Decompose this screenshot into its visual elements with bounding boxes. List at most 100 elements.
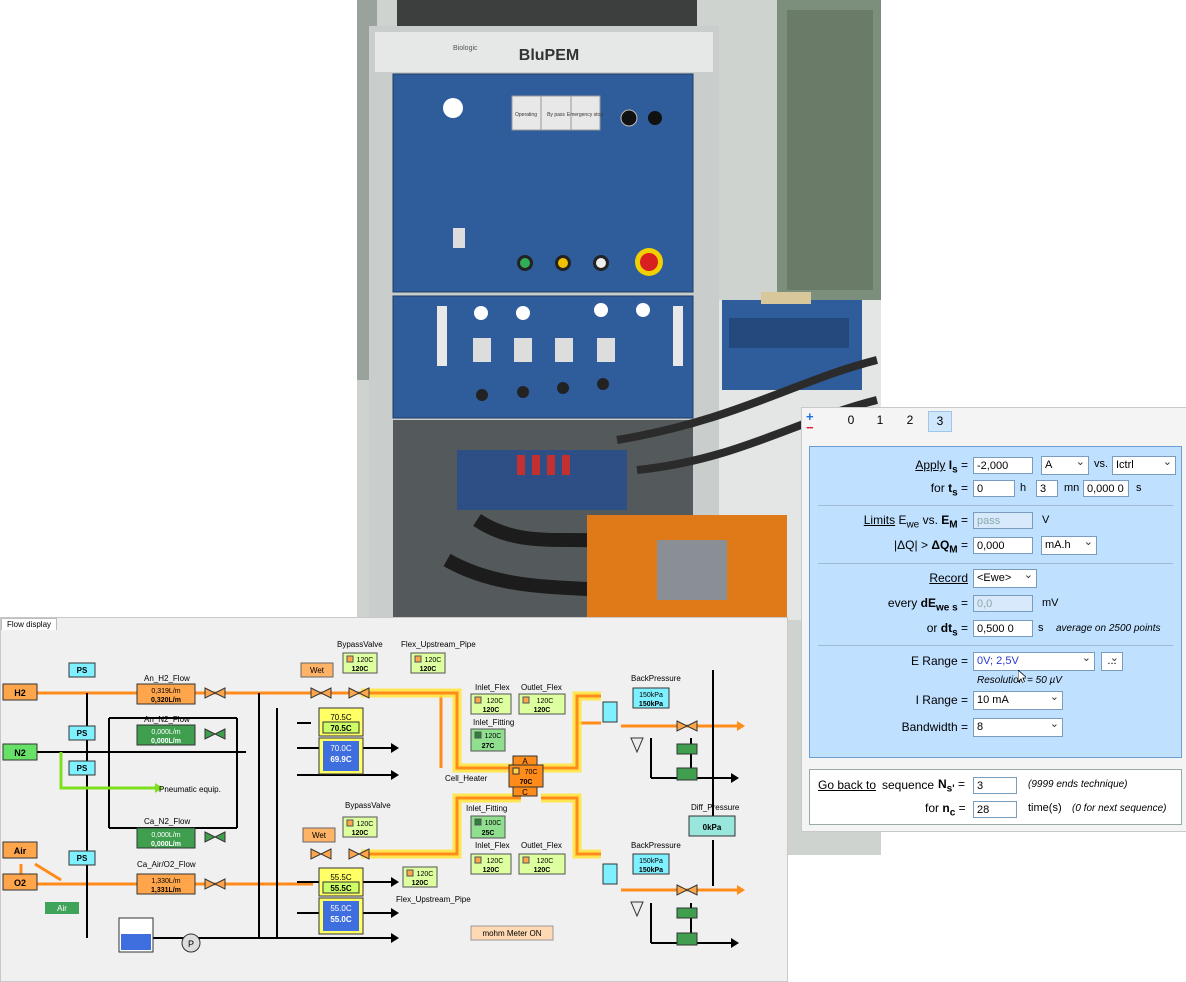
- an-h2-flow-label: An_H2_Flow: [144, 674, 190, 683]
- i-range-select[interactable]: 10 mA: [973, 689, 1063, 710]
- wet-cathode-label: Wet: [312, 831, 327, 840]
- vs-select[interactable]: Ictrl: [1112, 454, 1176, 475]
- apply-is-label: Apply Is =: [810, 458, 968, 475]
- apply-link[interactable]: Apply: [915, 458, 946, 472]
- inlet-fitting-anode-val: 27C: [482, 743, 495, 750]
- pump-letter: P: [188, 939, 194, 949]
- n2-label: N2: [14, 748, 26, 758]
- air-source[interactable]: [2, 841, 38, 859]
- back-pressure-cathode-label: BackPressure: [631, 841, 681, 850]
- vs-label: vs.: [1094, 458, 1109, 470]
- an-n2-flow-box[interactable]: [136, 724, 196, 746]
- an-h2-flow-measured: 0,320L/m: [151, 697, 181, 704]
- ps-h2-label: PS: [77, 666, 88, 675]
- cathode-cooler[interactable]: [602, 863, 618, 885]
- cell-heater-set: 70C: [525, 769, 538, 776]
- dqm-value-input[interactable]: 0,000: [973, 537, 1033, 554]
- air-button[interactable]: [45, 902, 79, 914]
- wet-anode-box[interactable]: [300, 662, 334, 678]
- em-value-input[interactable]: pass: [973, 512, 1033, 529]
- v-unit: V: [1042, 514, 1050, 526]
- outlet-flex-anode-box[interactable]: [518, 693, 566, 715]
- back-pressure-cathode-box[interactable]: [632, 853, 670, 875]
- go-back-link[interactable]: Go back to: [818, 778, 877, 792]
- outlet-flex-cathode-box[interactable]: [518, 853, 566, 875]
- is-sub: s: [952, 464, 958, 476]
- h2-source[interactable]: [2, 683, 38, 701]
- flex-upstream-temp-anode-val: 120C: [420, 666, 437, 673]
- record-select[interactable]: <Ewe>: [973, 567, 1037, 588]
- ns-equals: =: [957, 777, 965, 791]
- inlet-flex-anode-set: 120C: [487, 698, 504, 705]
- dewe-value-input[interactable]: 0,0: [973, 595, 1033, 612]
- o2-label: O2: [14, 878, 26, 888]
- valve-icons[interactable]: [204, 687, 698, 946]
- dqm-equals: =: [960, 538, 968, 552]
- add-sequence-icon[interactable]: +: [806, 409, 814, 424]
- remove-sequence-icon[interactable]: −: [806, 420, 814, 435]
- an-n2-flow-setpoint: 0,000L/m: [151, 729, 180, 736]
- sequence-tabs: + − 0 1 2 3: [802, 408, 1186, 435]
- h2-label: H2: [14, 688, 26, 698]
- wet-cathode-box[interactable]: [302, 827, 336, 843]
- inlet-flex-cathode-val: 120C: [483, 867, 500, 874]
- nc-value-input[interactable]: 28: [973, 801, 1017, 818]
- outlet-flex-cathode-val: 120C: [534, 867, 551, 874]
- sequence-label: sequence: [882, 778, 935, 792]
- mohm-meter-label: mohm Meter ON: [482, 929, 541, 938]
- outlet-flex-anode-label: Outlet_Flex: [521, 683, 562, 692]
- ps-n2[interactable]: [68, 725, 96, 741]
- separator: [818, 505, 1173, 506]
- e-range-select[interactable]: 0V; 2,5V: [973, 650, 1095, 671]
- ts-seconds-input[interactable]: 0,000 0: [1083, 480, 1129, 497]
- i-range-label: I Range =: [915, 693, 968, 707]
- diff-pressure-box[interactable]: [688, 815, 736, 837]
- ca-n2-flow-box[interactable]: [136, 827, 196, 849]
- cell-cathode-box[interactable]: [512, 786, 538, 797]
- inlet-fitting-cathode-set: 100C: [485, 820, 502, 827]
- tab-sequence-1[interactable]: 1: [876, 413, 884, 427]
- mv-unit: mV: [1042, 597, 1059, 609]
- every-label: every: [887, 596, 918, 610]
- ts-symbol: t: [948, 481, 953, 495]
- anode-cooler[interactable]: [602, 701, 618, 723]
- mohm-meter-button[interactable]: [470, 925, 554, 941]
- pump-icon[interactable]: [181, 933, 201, 953]
- tab-sequence-2[interactable]: 2: [906, 413, 914, 427]
- limits-link[interactable]: Limits: [863, 513, 896, 527]
- outlet-flex-cathode-set: 120C: [537, 858, 554, 865]
- ca-air-flow-box[interactable]: [136, 873, 196, 895]
- flow-display-tab[interactable]: Flow display: [1, 618, 58, 630]
- brand-label: BluPEM: [519, 47, 579, 64]
- average-note: average on 2500 points: [1056, 623, 1161, 634]
- cell-a-label: A: [522, 757, 528, 766]
- mn-unit: mn: [1064, 482, 1080, 494]
- ps-h2[interactable]: [68, 662, 96, 678]
- is-unit-select[interactable]: A: [1041, 454, 1089, 475]
- flex-upstream-temp-cathode-val: 120C: [412, 880, 429, 887]
- e-range-more-button[interactable]: ...: [1101, 650, 1123, 671]
- dqm-unit-select[interactable]: mA.h: [1041, 534, 1097, 555]
- ts-hours-input[interactable]: 0: [973, 480, 1015, 497]
- back-pressure-anode-box[interactable]: [632, 687, 670, 709]
- tab-sequence-0[interactable]: 0: [847, 413, 855, 427]
- bypass-temp-cathode-set: 120C: [357, 821, 374, 828]
- record-link[interactable]: Record: [929, 571, 968, 585]
- cell-anode-box[interactable]: [512, 755, 538, 766]
- is-value-input[interactable]: -2,000: [973, 457, 1033, 474]
- bandwidth-select[interactable]: 8: [973, 716, 1063, 737]
- cathode-tank-val: 55.0C: [330, 915, 352, 924]
- ps-pneumatic[interactable]: [68, 760, 96, 776]
- o2-source[interactable]: [2, 873, 38, 891]
- back-pressure-anode-set: 150kPa: [639, 692, 663, 699]
- flex-upstream-anode-label: Flex_Upstream_Pipe: [401, 640, 476, 649]
- ps-air[interactable]: [68, 850, 96, 866]
- dts-value-input[interactable]: 0,500 0: [973, 620, 1033, 637]
- an-h2-flow-box[interactable]: [136, 683, 196, 705]
- vs-em-label: vs.: [922, 513, 938, 527]
- ns-value-input[interactable]: 3: [973, 777, 1017, 794]
- nc-equals: =: [958, 801, 966, 815]
- ts-minutes-input[interactable]: 3: [1036, 480, 1058, 497]
- tab-sequence-3[interactable]: 3: [928, 411, 952, 432]
- n2-source[interactable]: [2, 743, 38, 761]
